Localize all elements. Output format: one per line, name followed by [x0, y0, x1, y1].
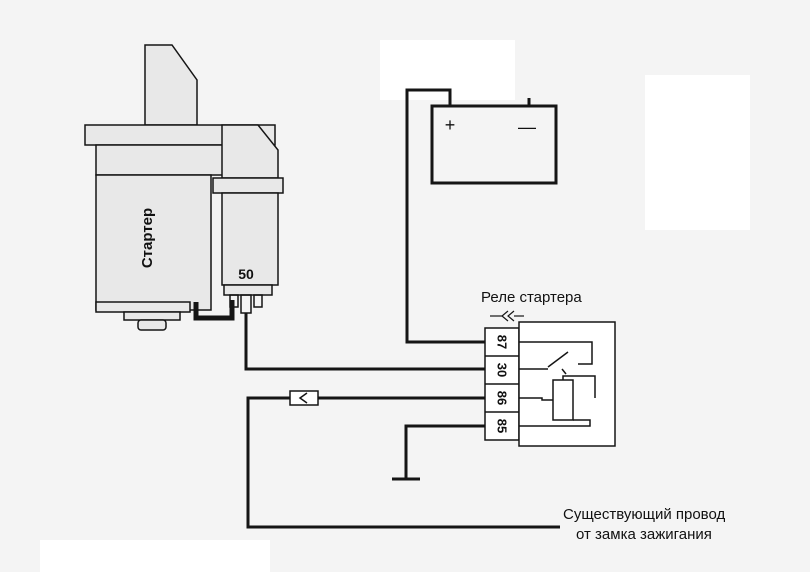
- starter-shaft: [137, 319, 167, 331]
- relay-pin-85: 85: [495, 419, 510, 433]
- solenoid-studs: [229, 294, 263, 314]
- starter-motor: [84, 44, 284, 331]
- starter-bracket: [144, 44, 198, 126]
- relay-label: Реле стартера: [481, 289, 582, 306]
- connector-chevron-icon: [298, 392, 308, 404]
- relay-pin-86: 86: [495, 391, 510, 405]
- battery-plus-label: +: [445, 115, 456, 135]
- wire-ignition-feed: [246, 396, 560, 529]
- solenoid-body: [221, 192, 279, 286]
- relay-switch-arm: [547, 351, 569, 368]
- starter-bottom: [95, 301, 191, 313]
- relay-housing: [518, 321, 616, 447]
- starter-housing-top: [95, 144, 227, 176]
- relay-contact-87: [519, 341, 593, 365]
- background-patch: [40, 540, 270, 572]
- ignition-wire-label-line1: Существующий провод: [563, 506, 725, 523]
- ignition-wire-label-line2: от замка зажигания: [576, 526, 712, 543]
- wire-85-to-ground: [404, 424, 485, 478]
- starter-shaft-plate: [123, 311, 181, 321]
- solenoid-ring: [212, 177, 284, 194]
- wire-battery-to-87: [405, 88, 485, 344]
- solenoid-cap: [221, 124, 279, 179]
- battery-minus-label: —: [518, 117, 536, 137]
- relay-coil-lead-86: [519, 397, 553, 401]
- background-patch: [645, 75, 750, 230]
- inline-connector: [289, 390, 319, 406]
- relay-coil-lead-85: [519, 419, 591, 427]
- battery: [430, 98, 558, 185]
- relay-switch-dash: [561, 368, 567, 375]
- wire-50-to-30: [244, 313, 485, 371]
- relay-plug-icon: [490, 310, 524, 322]
- relay-coil-lead-top: [562, 375, 596, 398]
- wires: [244, 88, 560, 529]
- stud: [253, 294, 263, 308]
- battery-case: [430, 104, 558, 185]
- relay-pin-30: 30: [495, 363, 510, 377]
- stud: [240, 294, 252, 314]
- relay: [484, 321, 616, 447]
- connector-body: [289, 390, 319, 406]
- solenoid-terminal-block: [223, 284, 273, 296]
- relay-pin-87: 87: [495, 335, 510, 349]
- starter-label: Стартер: [139, 208, 156, 268]
- ground-strap: [193, 300, 235, 321]
- starter-terminal-label: 50: [238, 266, 254, 282]
